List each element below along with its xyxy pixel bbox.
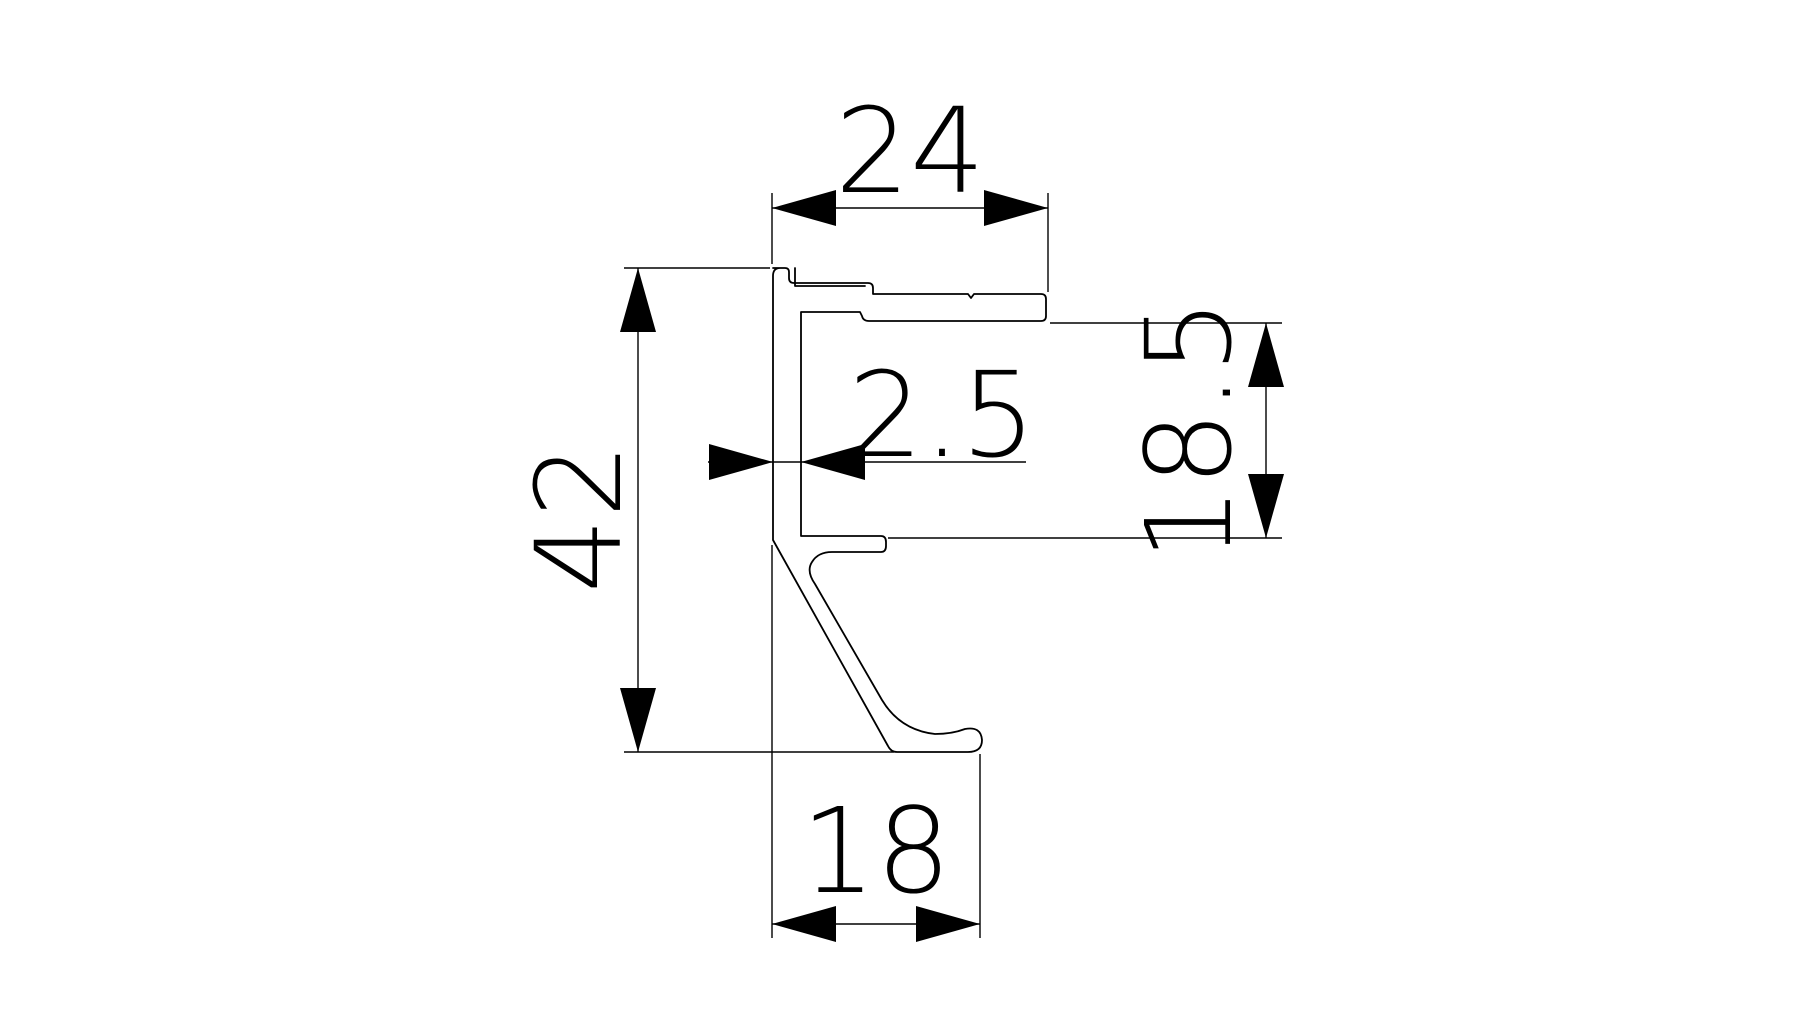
arrowhead-top	[620, 268, 656, 332]
arrowhead-right	[916, 906, 980, 942]
arrowhead-top	[1248, 323, 1284, 387]
dimension-label-bottom-width: 18	[801, 782, 951, 920]
dimension-channel-height: 18.5	[888, 299, 1284, 562]
arrowhead-left	[772, 190, 836, 226]
profile-outline	[772, 267, 1047, 753]
dimension-height: 42	[510, 267, 894, 753]
arrowhead-bottom	[1248, 474, 1284, 538]
dimension-top-width: 24	[771, 82, 1049, 292]
dimension-bottom-width: 18	[771, 545, 981, 942]
arrowhead-inner	[801, 444, 865, 480]
arrowhead-bottom	[620, 688, 656, 752]
dimension-wall-thickness: 2.5	[708, 346, 1036, 484]
arrowhead-right	[984, 190, 1048, 226]
dimension-label-wall-thickness: 2.5	[848, 346, 1036, 484]
arrowhead-outer	[709, 444, 773, 480]
profile-inner-upper-channel	[794, 267, 866, 287]
profile-outer-contour	[772, 267, 1047, 753]
dimension-label-channel-height: 18.5	[1120, 299, 1258, 562]
arrowhead-left	[772, 906, 836, 942]
dimension-label-top-width: 24	[835, 82, 985, 220]
dimension-label-height: 42	[510, 443, 648, 593]
